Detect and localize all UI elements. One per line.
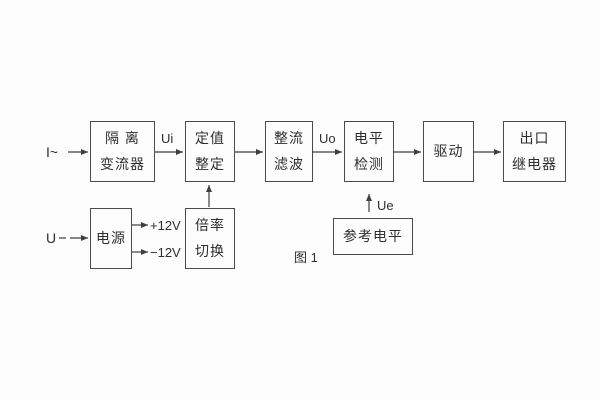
block-label: 检测 bbox=[354, 156, 384, 172]
block-reference-level: 参考电平 bbox=[333, 218, 413, 255]
block-ratio-switch: 倍率 切换 bbox=[185, 208, 235, 269]
label-uo: Uo bbox=[319, 131, 336, 146]
block-label: 出口 bbox=[519, 130, 550, 146]
block-power-supply: 电源 bbox=[90, 208, 132, 269]
block-label: 滤波 bbox=[274, 156, 304, 172]
label-negative-rail: −12V bbox=[150, 245, 181, 260]
block-output-relay: 出口 继电器 bbox=[503, 121, 566, 182]
block-level-detector: 电平 检测 bbox=[344, 121, 394, 182]
block-isolation-transformer: 隔 离 变流器 bbox=[90, 121, 155, 182]
figure-caption: 图 1 bbox=[294, 250, 318, 265]
block-label: 整流 bbox=[274, 130, 304, 146]
block-label: 继电器 bbox=[512, 156, 557, 172]
block-rectifier-filter: 整流 滤波 bbox=[265, 121, 313, 182]
label-ue: Ue bbox=[377, 198, 394, 213]
block-label: 参考电平 bbox=[343, 228, 403, 244]
block-label: 整定 bbox=[195, 156, 225, 172]
block-label: 变流器 bbox=[100, 156, 145, 172]
block-label: 倍率 bbox=[195, 217, 225, 233]
block-driver: 驱动 bbox=[423, 121, 474, 182]
block-label: 定值 bbox=[195, 130, 225, 146]
block-label: 切换 bbox=[195, 243, 225, 259]
label-input-current: I~ bbox=[46, 144, 59, 160]
block-label: 驱动 bbox=[433, 143, 464, 159]
label-input-voltage: U bbox=[46, 230, 57, 246]
label-positive-rail: +12V bbox=[150, 218, 181, 233]
block-label: 电源 bbox=[96, 230, 126, 246]
label-ui: Ui bbox=[161, 131, 174, 146]
block-setting-adjust: 定值 整定 bbox=[185, 121, 235, 182]
block-label: 电平 bbox=[354, 130, 384, 146]
block-label: 隔 离 bbox=[105, 130, 140, 146]
